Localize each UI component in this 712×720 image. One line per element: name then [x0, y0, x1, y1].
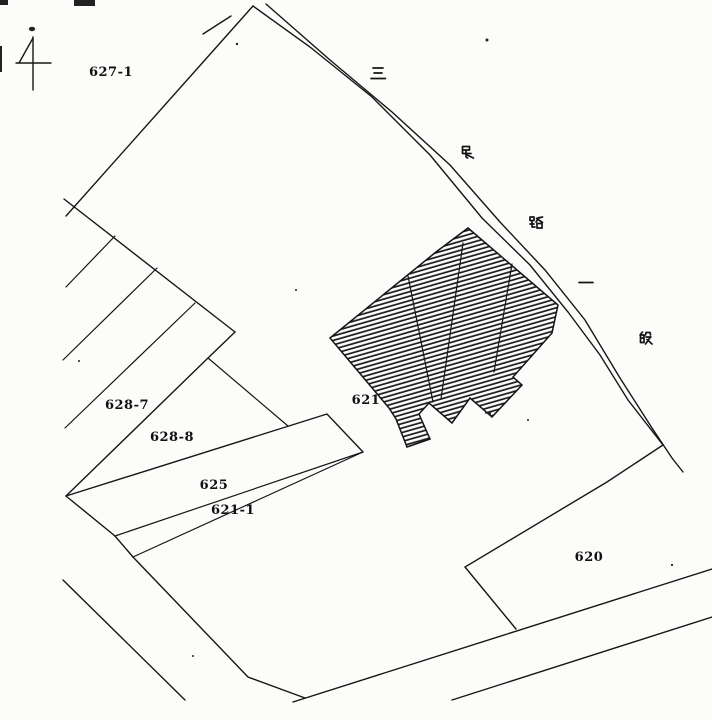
scan-artifacts: [0, 0, 95, 72]
parcel-labels: 627-1 628-7 628-8 625 621-1 621 620: [89, 65, 603, 565]
boundary-628: [65, 331, 236, 497]
road-line-inner: [252, 5, 664, 446]
svg-text:民: 民: [459, 143, 474, 161]
road-edge-lower-left: [62, 579, 186, 701]
svg-text:一: 一: [578, 273, 593, 291]
boundary-625-south: [114, 451, 364, 537]
building-internal-wall-1: [440, 242, 464, 400]
building-internal-wall-3: [493, 263, 513, 373]
boundary-628-8-east: [207, 357, 289, 427]
boundary-tick: [202, 15, 232, 35]
parcel-label-620: 620: [575, 550, 604, 565]
parcel-label-628-8: 628-8: [150, 430, 194, 445]
boundary-621-1-south: [132, 451, 364, 558]
parcel-boundaries: [62, 5, 712, 703]
parcel-label-627-1: 627-1: [89, 65, 133, 80]
parcel-label-625: 625: [200, 478, 229, 493]
road-line-outer: [265, 3, 684, 473]
svg-text:段: 段: [637, 329, 652, 347]
svg-text:路: 路: [528, 213, 543, 231]
boundary-620: [463, 444, 664, 630]
road-name-char-duan: 段: [637, 329, 653, 347]
boundary-southwest: [65, 495, 306, 699]
strip-divider-2: [62, 267, 158, 361]
road-name-char-yi: 一: [578, 273, 594, 291]
bottom-road-edge-2: [451, 616, 712, 701]
building-footprint-hatched: [328, 227, 559, 448]
building-621: [328, 227, 559, 448]
building-internal-wall-2: [407, 275, 434, 403]
svg-text:三: 三: [370, 64, 385, 82]
map-specks: [78, 38, 674, 657]
road-name-char-san: 三: [370, 64, 387, 82]
road-name: 三 民 路 一 段: [370, 64, 653, 347]
bottom-road-edge-1: [292, 568, 712, 703]
boundary-strip-main: [63, 198, 236, 333]
strip-divider-3: [64, 302, 196, 429]
parcel-label-628-7: 628-7: [105, 398, 149, 413]
parcel-label-621: 621: [352, 393, 381, 408]
north-arrow-icon: [15, 26, 52, 91]
road-name-char-min: 民: [459, 143, 475, 161]
parcel-label-621-1: 621-1: [211, 503, 255, 518]
boundary-627-west: [65, 5, 254, 217]
strip-divider-1: [65, 235, 116, 288]
road-name-char-lu: 路: [528, 213, 544, 231]
boundary-625-north: [65, 413, 364, 497]
